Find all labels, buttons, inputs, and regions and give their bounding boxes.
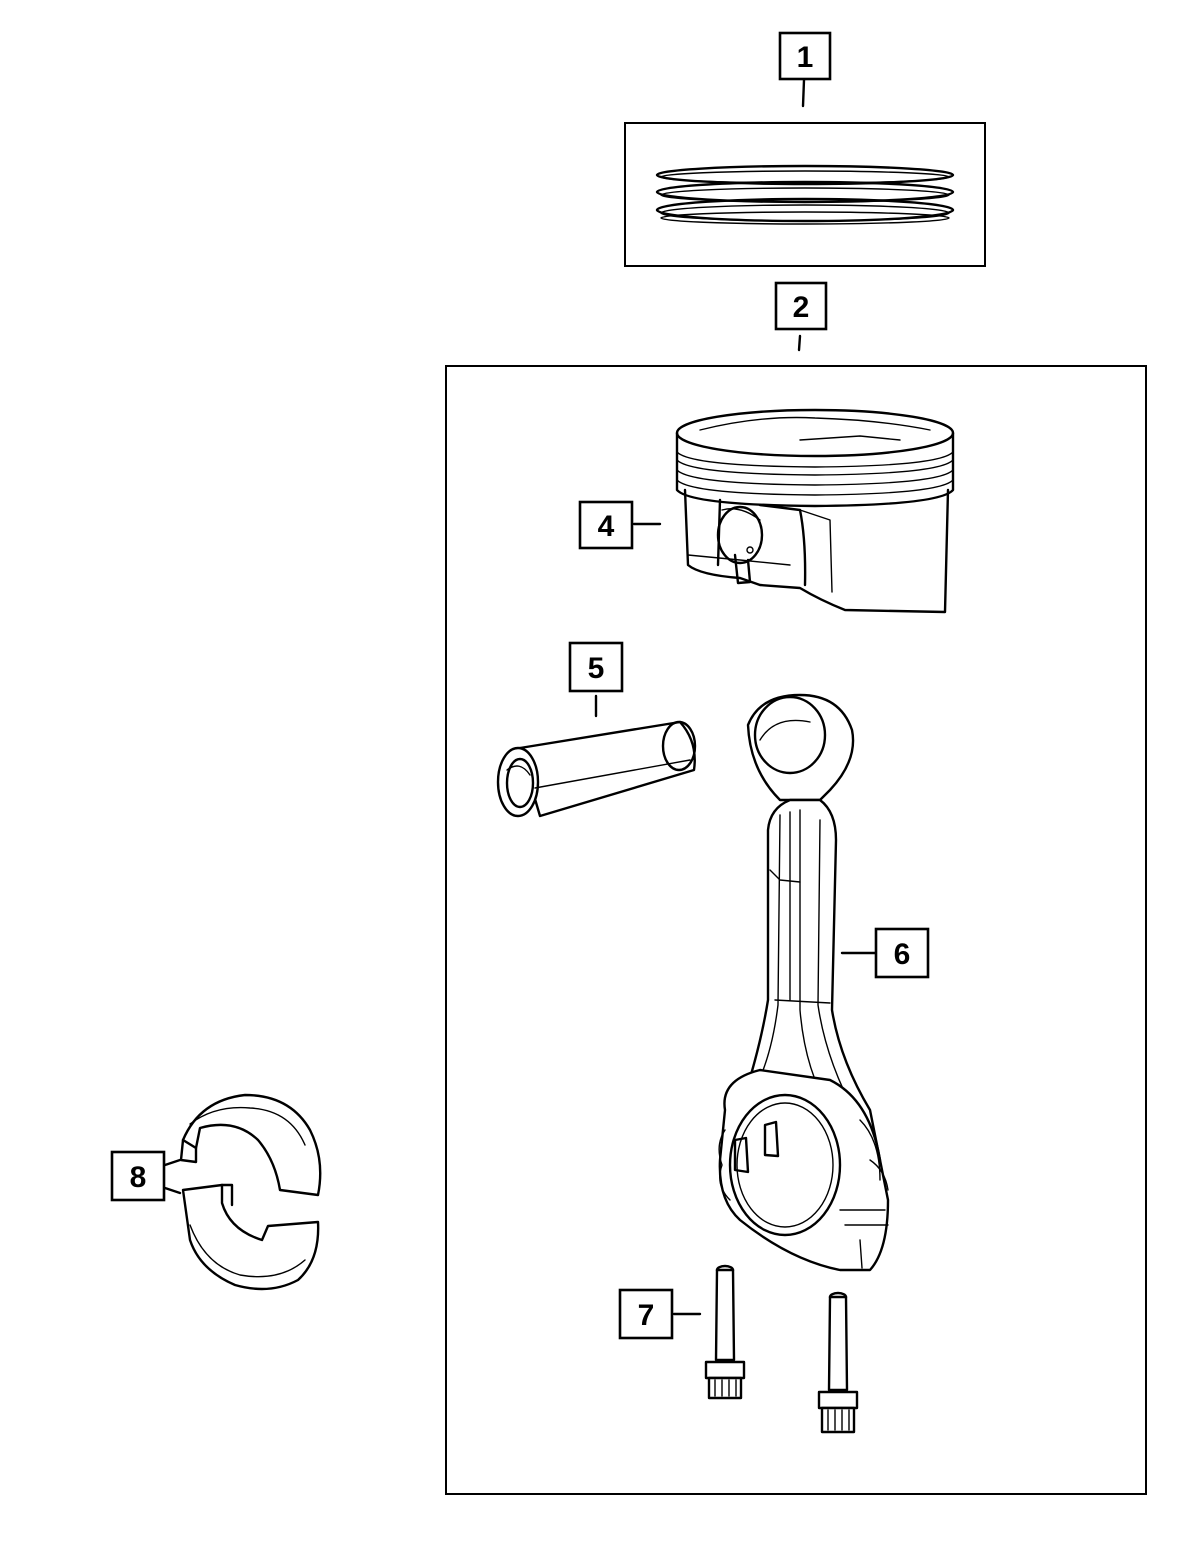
callout-2-leader [797,334,802,352]
callout-5[interactable]: 5 [568,641,624,718]
piston[interactable] [675,408,955,614]
callout-1-leader [801,78,806,108]
callout-6-label: 6 [894,938,911,971]
callout-6[interactable]: 6 [840,927,930,979]
callout-8-leader-upper [163,1158,182,1167]
callout-5-label: 5 [588,652,605,685]
callout-8-label: 8 [130,1161,147,1194]
callout-6-box [874,927,930,979]
piston-rings[interactable] [655,164,955,225]
piston-rod-assembly-frame [445,365,1147,1495]
callout-4-label: 4 [598,510,615,543]
rod-bolt-left[interactable] [704,1264,746,1400]
piston-ring-set-frame [624,122,986,267]
callout-8-box [110,1150,166,1202]
callout-7-label: 7 [638,1299,655,1332]
piston-pin[interactable] [496,720,697,818]
callout-2-box [774,281,828,331]
callout-2[interactable]: 2 [774,281,828,352]
callout-4[interactable]: 4 [578,500,662,550]
rod-bearing[interactable] [179,1093,322,1291]
callout-5-box [568,641,624,693]
callout-1-label: 1 [797,41,814,74]
callout-1-box [778,31,832,81]
callout-1[interactable]: 1 [778,31,832,108]
callout-7-box [618,1288,674,1340]
connecting-rod[interactable] [718,693,890,1272]
callout-4-box [578,500,634,550]
callout-8[interactable]: 8 [110,1150,182,1202]
callout-8-leader-lower [163,1186,182,1195]
callout-7[interactable]: 7 [618,1288,702,1340]
callout-2-label: 2 [793,291,810,324]
rod-bolt-right[interactable] [817,1291,859,1434]
